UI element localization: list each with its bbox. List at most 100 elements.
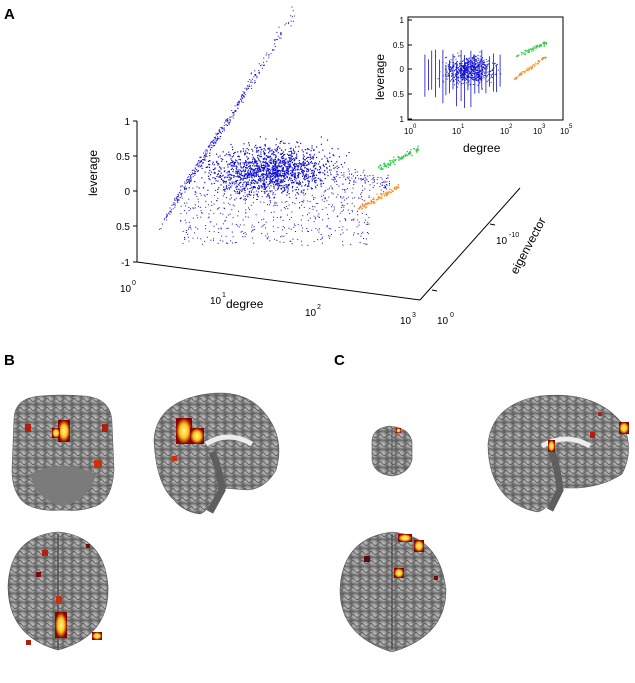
scatter-point <box>488 71 490 73</box>
scatter-point <box>215 134 217 136</box>
scatter-point <box>248 144 250 146</box>
scatter-point <box>232 204 234 206</box>
scatter-point <box>177 199 179 201</box>
scatter-point <box>214 167 216 169</box>
scatter-point <box>302 162 304 164</box>
scatter-point <box>447 65 449 67</box>
scatter-point <box>315 187 317 189</box>
scatter-point <box>160 228 162 229</box>
scatter-point <box>244 91 246 93</box>
scatter-point <box>474 73 476 75</box>
scatter-point <box>252 158 254 160</box>
scatter-point <box>476 72 478 74</box>
scatter-point <box>290 175 292 177</box>
scatter-point <box>250 184 252 186</box>
scatter-point <box>344 162 346 164</box>
panel-b-sagittal <box>153 392 280 515</box>
scatter-point <box>312 158 314 160</box>
scatter-point <box>288 157 290 159</box>
scatter-point <box>212 145 214 147</box>
scatter-point <box>474 64 476 66</box>
scatter-point <box>236 171 238 173</box>
scatter-point <box>209 145 210 147</box>
scatter-point <box>275 174 277 176</box>
scatter-point <box>274 167 276 170</box>
scatter-point <box>481 69 483 71</box>
scatter-point <box>317 215 319 217</box>
scatter-point <box>251 78 253 80</box>
scatter-point <box>189 178 191 180</box>
scatter-point <box>308 163 310 165</box>
scatter-point <box>270 173 273 175</box>
scatter-point <box>446 72 448 74</box>
scatter-point <box>260 149 262 151</box>
scatter-point <box>258 175 260 177</box>
scatter-point <box>451 69 453 71</box>
scatter-point <box>197 237 199 239</box>
scatter-point <box>337 148 339 150</box>
scatter-point <box>390 189 393 191</box>
scatter-point <box>246 183 248 186</box>
scatter-point <box>292 148 294 150</box>
scatter-point <box>357 214 359 216</box>
scatter-point <box>238 101 240 103</box>
scatter-point <box>375 199 377 201</box>
scatter-point <box>368 217 370 219</box>
scatter-point <box>273 196 276 198</box>
scatter-point <box>397 186 399 189</box>
scatter-point <box>294 202 296 204</box>
scatter-point <box>456 67 458 69</box>
scatter-point <box>363 205 366 207</box>
scatter-point <box>302 192 304 194</box>
scatter-point <box>300 168 302 170</box>
scatter-point <box>381 182 383 184</box>
scatter-point <box>271 157 273 159</box>
scatter-point <box>249 208 250 210</box>
scatter-point <box>314 180 316 182</box>
scatter-point <box>226 227 228 229</box>
scatter-point <box>364 204 366 206</box>
scatter-point <box>204 150 206 152</box>
scatter-point <box>279 165 281 167</box>
scatter-point <box>383 163 385 165</box>
scatter-point <box>279 159 281 161</box>
scatter-point <box>236 103 238 105</box>
scatter-point <box>304 159 306 161</box>
scatter-point <box>262 173 264 175</box>
scatter-point <box>280 179 283 181</box>
scatter-point <box>181 195 183 197</box>
scatter-point <box>193 207 195 209</box>
scatter-point <box>306 169 308 171</box>
scatter-point <box>254 186 256 188</box>
scatter-point <box>248 179 250 181</box>
scatter-point <box>227 122 229 124</box>
scatter-point <box>277 189 279 191</box>
scatter-point <box>327 235 329 237</box>
scatter-point <box>487 63 489 65</box>
z-tick-label: 0.5 <box>116 222 130 233</box>
scatter-point <box>318 171 320 174</box>
scatter-point <box>287 160 289 162</box>
scatter-point <box>197 217 199 219</box>
scatter-point <box>247 175 249 177</box>
scatter-point <box>537 60 539 62</box>
scatter-point <box>267 185 269 187</box>
scatter-point <box>232 112 233 114</box>
scatter-point <box>174 199 176 201</box>
scatter-point <box>328 228 330 229</box>
scatter-point <box>372 198 374 200</box>
scatter-point <box>284 189 286 191</box>
scatter-point <box>267 174 269 176</box>
scatter-point <box>286 177 288 179</box>
scatter-point <box>301 149 303 151</box>
scatter-point <box>308 162 310 164</box>
scatter-point <box>262 167 264 169</box>
scatter-point <box>242 162 244 164</box>
scatter-point <box>306 148 308 150</box>
scatter-point <box>221 128 223 130</box>
scatter-point <box>219 176 221 178</box>
scatter-point <box>282 173 284 175</box>
scatter-point <box>226 161 228 163</box>
scatter-point <box>272 152 274 154</box>
scatter-point <box>161 223 163 225</box>
